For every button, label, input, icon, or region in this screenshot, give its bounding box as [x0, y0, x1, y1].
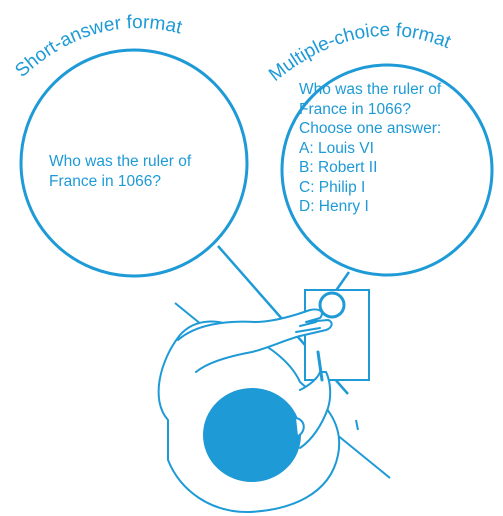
magnifier-circle [320, 293, 344, 317]
person-head [204, 389, 300, 481]
short-answer-question-line-1: Who was the ruler of [49, 152, 191, 172]
multiple-choice-question-line-2: France in 1066? [299, 100, 441, 120]
multiple-choice-question: Who was the ruler of France in 1066? Cho… [299, 80, 441, 217]
desk-edge-short [356, 420, 358, 430]
short-answer-question: Who was the ruler of France in 1066? [49, 152, 191, 191]
multiple-choice-option-c: C: Philip I [299, 178, 441, 198]
multiple-choice-option-b: B: Robert II [299, 158, 441, 178]
multiple-choice-option-a: A: Louis VI [299, 139, 441, 159]
short-answer-bubble: Short-answer format [11, 12, 247, 276]
multiple-choice-option-d: D: Henry I [299, 197, 441, 217]
short-answer-question-line-2: France in 1066? [49, 172, 191, 192]
multiple-choice-instruction: Choose one answer: [299, 119, 441, 139]
multiple-choice-question-line-1: Who was the ruler of [299, 80, 441, 100]
